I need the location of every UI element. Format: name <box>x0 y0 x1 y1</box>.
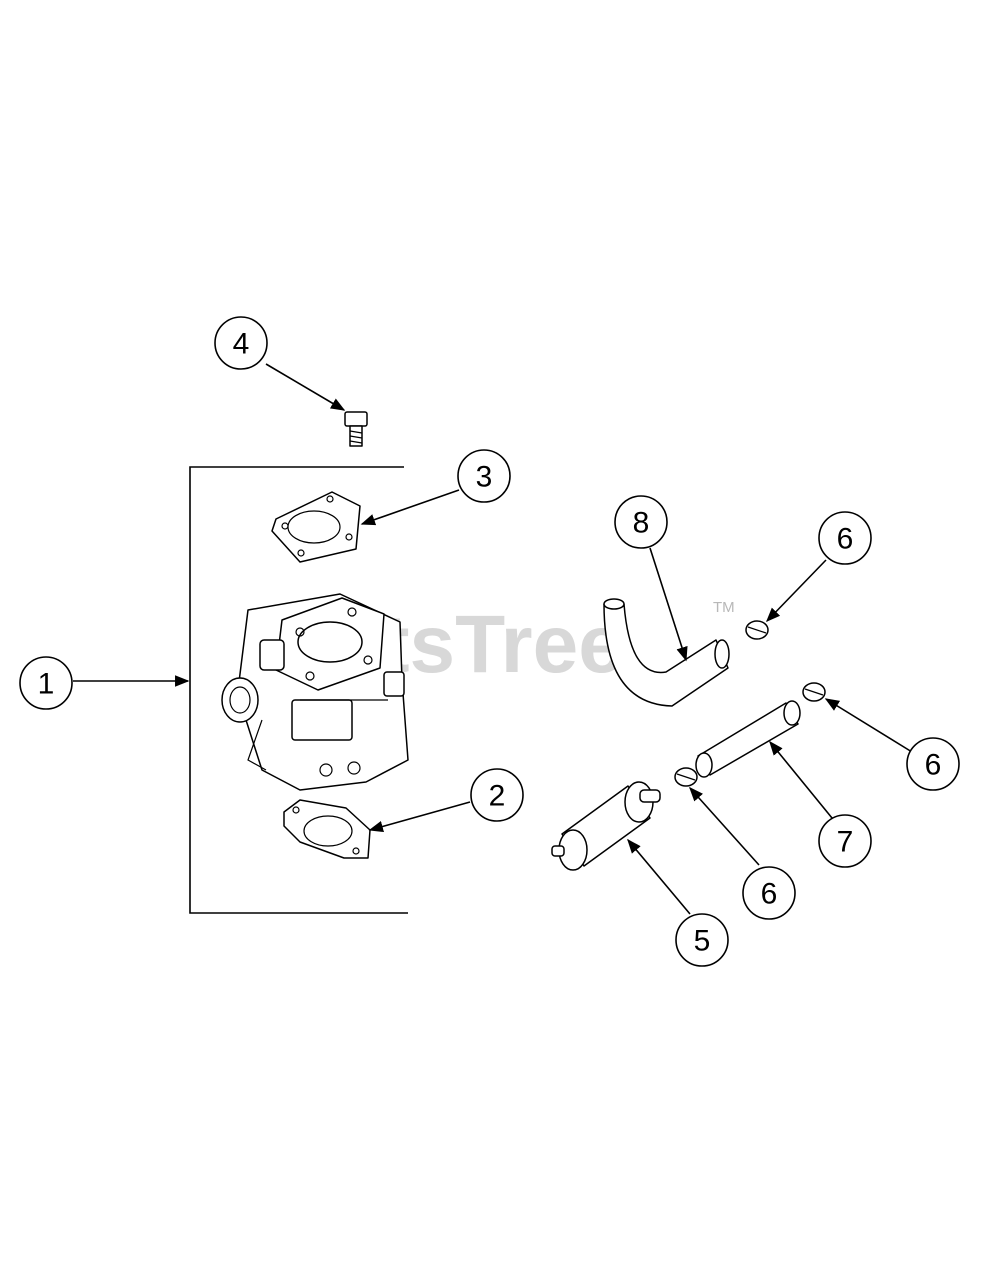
leader-6a <box>765 559 827 623</box>
hose-clamp-part-b[interactable] <box>802 682 826 702</box>
bolt-part[interactable] <box>344 411 368 447</box>
leader-6c <box>689 786 760 866</box>
callout-2-label: 2 <box>489 780 506 813</box>
bent-hose-part[interactable] <box>603 598 730 707</box>
callout-3-label: 3 <box>476 461 493 494</box>
leader-lines <box>73 363 913 915</box>
callout-7[interactable]: 7 <box>818 814 872 868</box>
callout-1[interactable]: 1 <box>19 656 73 710</box>
callout-3[interactable]: 3 <box>457 449 511 503</box>
callout-6b[interactable]: 6 <box>906 737 960 791</box>
watermark-tm: TM <box>713 599 735 616</box>
callout-8[interactable]: 8 <box>614 495 668 549</box>
hose-clamp-part-c[interactable] <box>674 767 698 787</box>
leader-7 <box>769 740 833 819</box>
callout-7-label: 7 <box>837 826 854 859</box>
leader-3 <box>360 489 460 526</box>
callout-6c-label: 6 <box>761 878 778 911</box>
fuel-filter-part[interactable] <box>551 781 661 871</box>
leader-6b <box>824 698 913 753</box>
leader-5 <box>627 838 691 915</box>
hose-clamp-part-a[interactable] <box>745 620 769 640</box>
callout-6a[interactable]: 6 <box>818 511 872 565</box>
callout-6a-label: 6 <box>837 523 854 556</box>
callout-4[interactable]: 4 <box>214 316 268 370</box>
leader-4 <box>265 363 346 411</box>
straight-hose-part[interactable] <box>695 700 801 778</box>
callout-5[interactable]: 5 <box>675 913 729 967</box>
callout-6b-label: 6 <box>925 749 942 782</box>
callout-2[interactable]: 2 <box>470 768 524 822</box>
callout-4-label: 4 <box>233 328 250 361</box>
carburetor-part[interactable] <box>221 593 409 791</box>
assembly-bracket <box>189 466 408 914</box>
leader-8 <box>649 547 688 662</box>
callout-1-label: 1 <box>38 668 55 701</box>
callout-6c[interactable]: 6 <box>742 866 796 920</box>
upper-gasket-part[interactable] <box>271 491 361 563</box>
lower-gasket-part[interactable] <box>283 799 371 859</box>
callout-5-label: 5 <box>694 925 711 958</box>
callout-8-label: 8 <box>633 507 650 540</box>
leader-2 <box>368 801 471 833</box>
